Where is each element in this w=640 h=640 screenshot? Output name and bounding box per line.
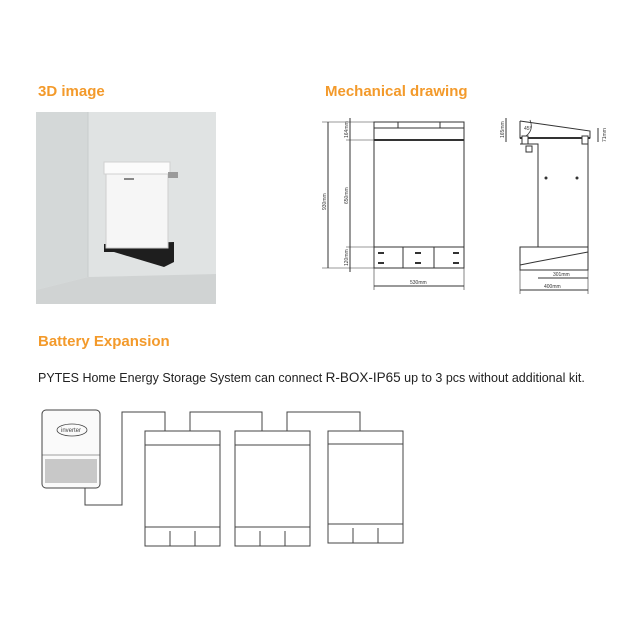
- dim-bottom: 120mm: [344, 249, 350, 266]
- dim-inner-width: 301mm: [553, 272, 570, 278]
- dim-angle: 45°: [524, 126, 532, 132]
- inverter-label: inverter: [61, 428, 81, 434]
- battery-unit-2: [234, 430, 311, 547]
- expansion-description: PYTES Home Energy Storage System can con…: [38, 370, 585, 385]
- mechanical-front-view: 930mm 164mm 650mm 120mm 530mm: [310, 100, 490, 300]
- battery-unit-3: [327, 430, 404, 544]
- dim-top: 164mm: [344, 121, 350, 138]
- mechanical-side-view: 165mm 71mm 45° 301mm 400mm: [480, 100, 620, 300]
- product-name: R-BOX-IP65: [325, 370, 401, 385]
- inverter-icon: inverter: [41, 409, 101, 489]
- heading-3d-image: 3D image: [38, 83, 105, 100]
- expansion-diagram: inverter: [30, 395, 430, 565]
- dim-total-depth: 400mm: [544, 284, 561, 290]
- dim-top-right: 71mm: [602, 128, 608, 142]
- dim-total-height: 930mm: [322, 193, 328, 210]
- battery-unit-1: [144, 430, 221, 547]
- dim-middle: 650mm: [344, 187, 350, 204]
- battery-3d-photo: [36, 112, 216, 304]
- heading-battery-expansion: Battery Expansion: [38, 333, 170, 350]
- dim-top-left: 165mm: [500, 121, 506, 138]
- heading-mechanical-drawing: Mechanical drawing: [325, 83, 468, 100]
- dim-width: 530mm: [410, 280, 427, 286]
